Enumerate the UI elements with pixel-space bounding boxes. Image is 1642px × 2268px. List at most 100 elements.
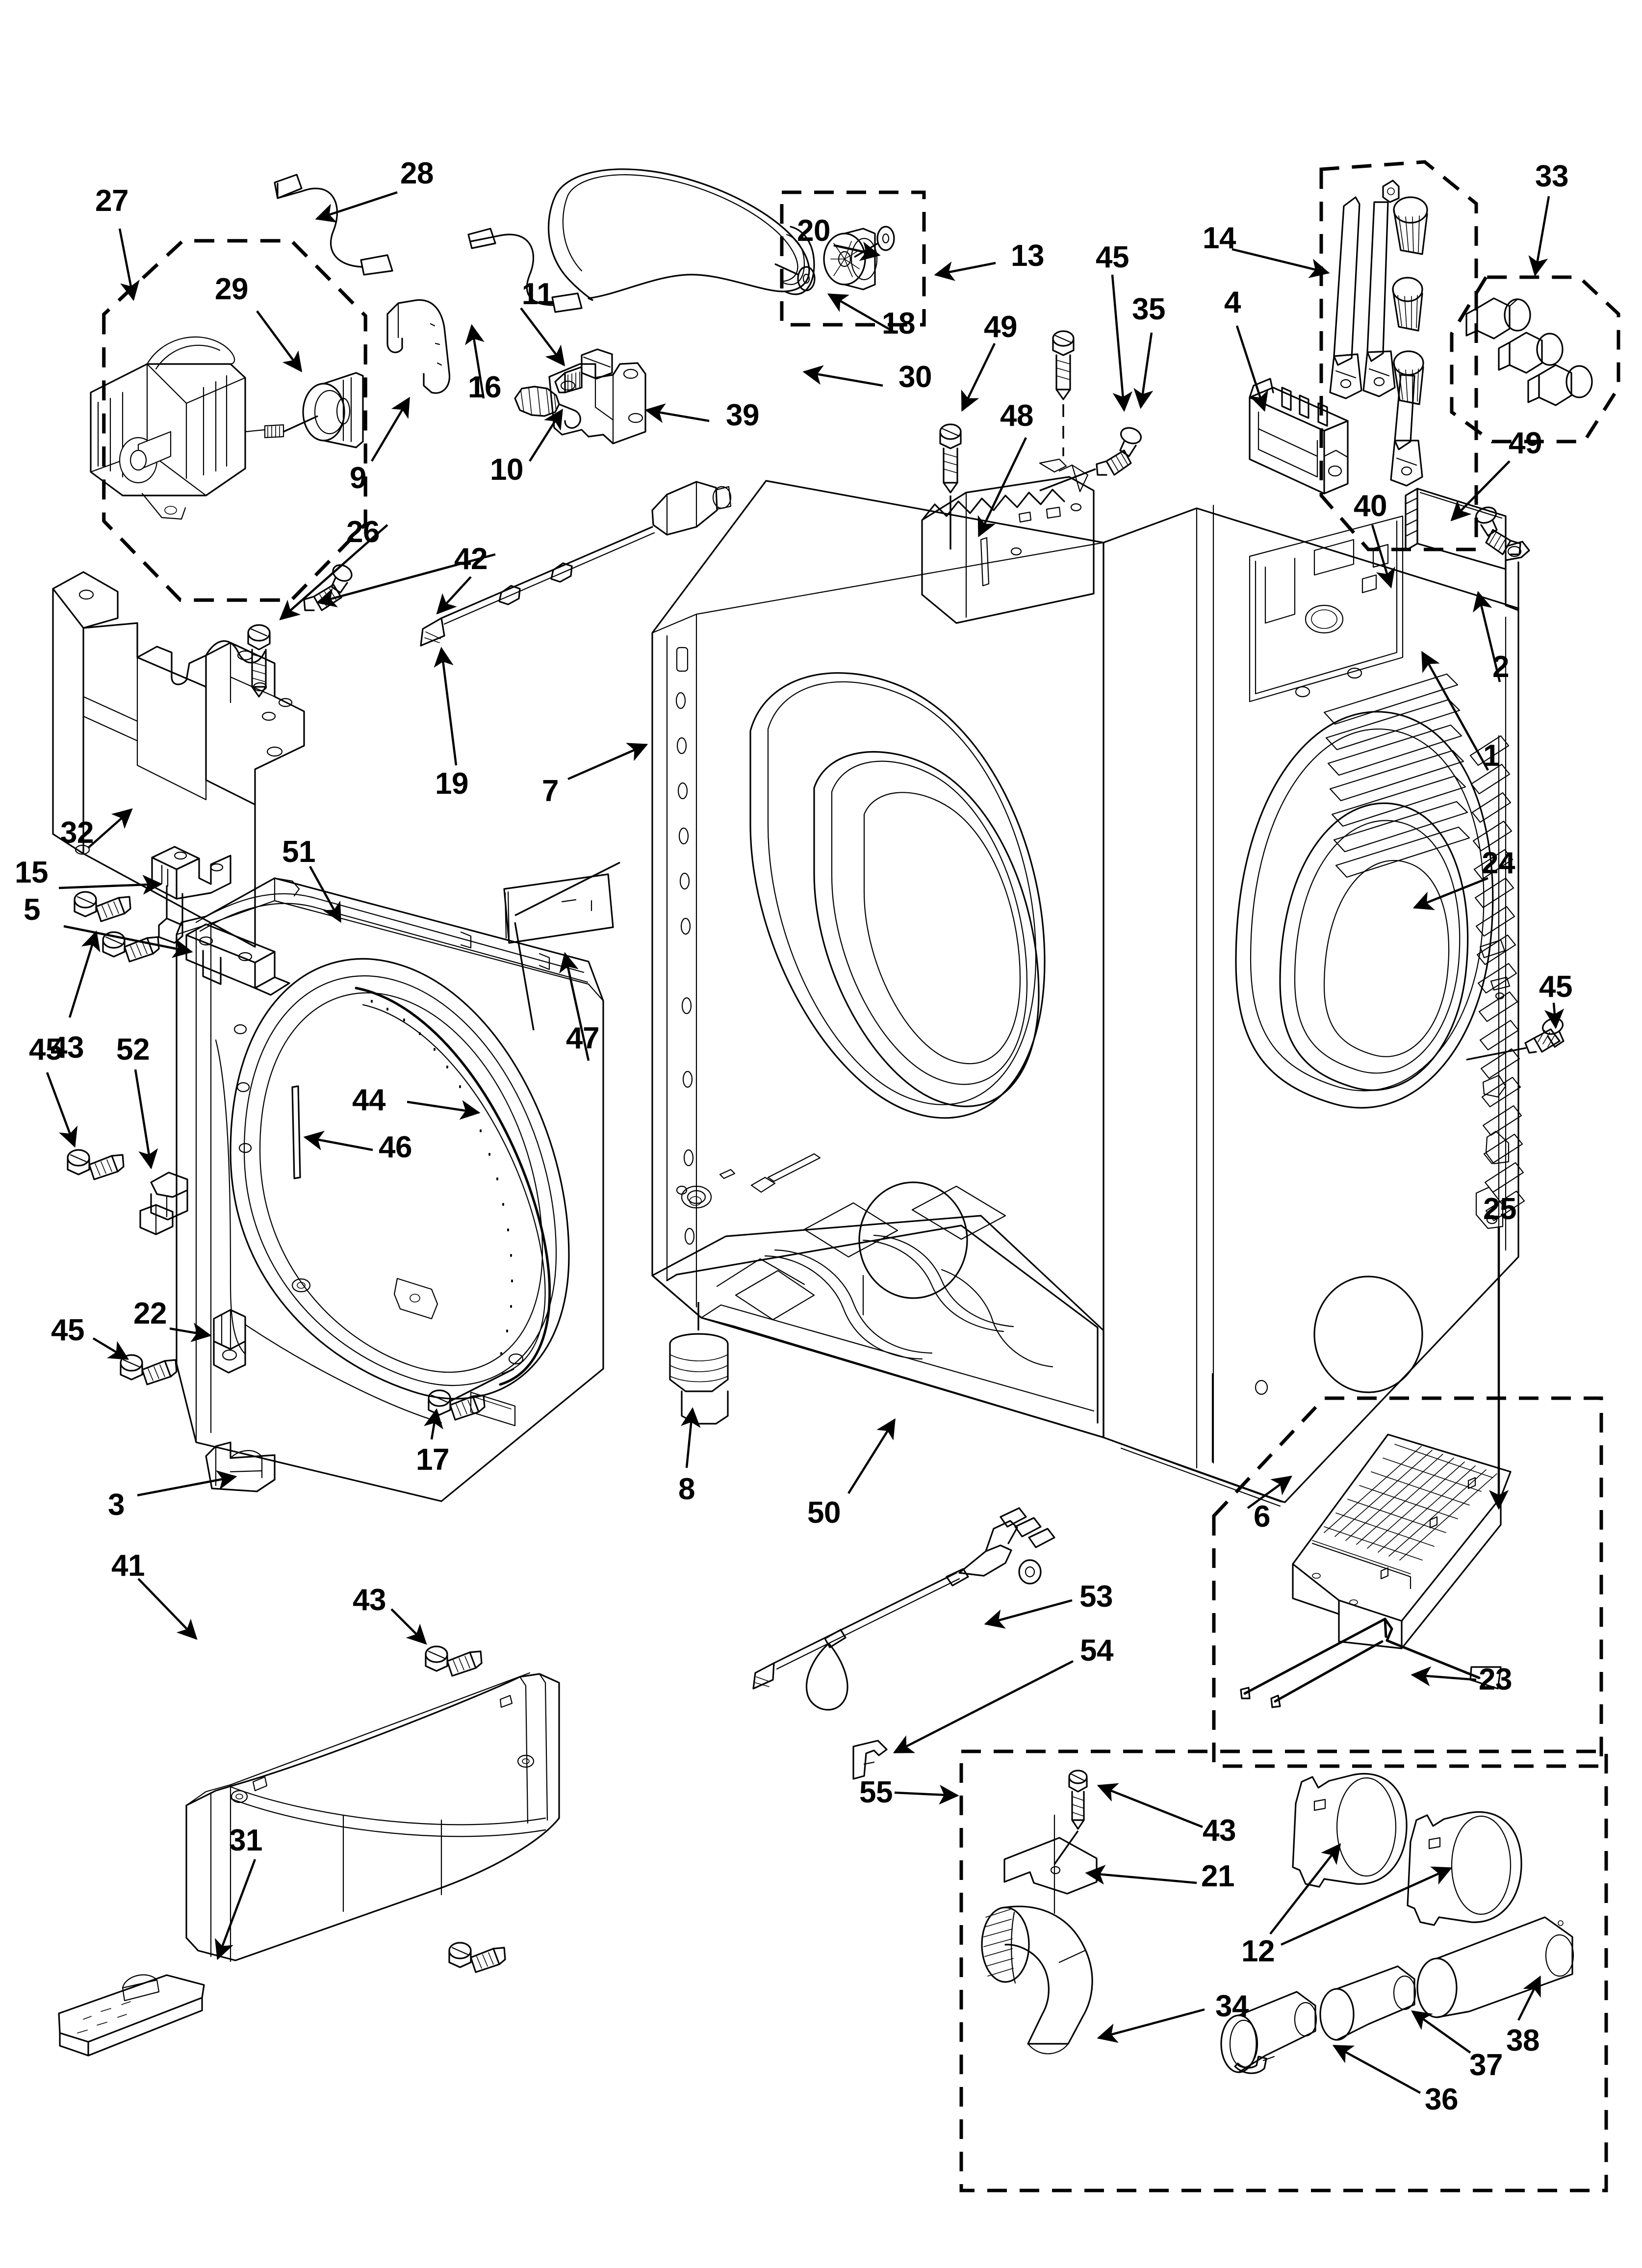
drive-motor-illustration — [90, 336, 364, 520]
callout-number-51: 51 — [282, 835, 315, 869]
callout-number-45: 45 — [51, 1313, 84, 1347]
callout-number-24: 24 — [1482, 846, 1515, 880]
vent-louvers-upper — [1323, 673, 1470, 878]
screw-43-bottom — [425, 1645, 483, 1677]
screw-45-right — [1466, 1017, 1565, 1061]
dashed-group-lintscreen-25 — [1212, 1396, 1603, 1768]
callout-number-20: 20 — [797, 214, 830, 248]
toe-panel-41 — [185, 1672, 560, 1962]
callout-number-27: 27 — [95, 184, 128, 218]
callout-number-5: 5 — [24, 893, 40, 927]
clip-22 — [213, 1309, 246, 1374]
wire-harness-28 — [274, 174, 393, 276]
screw-45-left-b — [67, 1149, 125, 1180]
callout-number-36: 36 — [1425, 2083, 1458, 2116]
callout-number-4: 4 — [1224, 286, 1241, 319]
callout-number-29: 29 — [215, 272, 248, 306]
screw-52 — [139, 1172, 188, 1235]
callout-number-42: 42 — [454, 542, 487, 576]
screw-11 — [554, 348, 613, 393]
screw-43-ventbox — [1053, 1770, 1088, 1865]
callout-number-9: 9 — [350, 461, 366, 495]
knobs-33 — [1465, 297, 1593, 406]
callout-number-43: 43 — [353, 1583, 386, 1617]
vent-louvers-right — [1469, 735, 1525, 1222]
screw-42 — [303, 564, 353, 611]
power-cord-53 — [752, 1507, 1055, 1711]
vent-clamp-36 — [1220, 1991, 1317, 2074]
callout-number-28: 28 — [400, 156, 434, 190]
drive-belt-30 — [548, 168, 815, 301]
callout-number-43: 43 — [1203, 1814, 1236, 1848]
callout-number-50: 50 — [807, 1496, 841, 1530]
switch-15 — [151, 846, 231, 944]
callout-number-1: 1 — [1483, 739, 1500, 773]
callout-number-26: 26 — [346, 515, 380, 549]
vent-elbow-34 — [981, 1905, 1093, 2055]
callout-number-12: 12 — [1241, 1934, 1275, 1968]
idler-bracket-39 — [548, 362, 646, 444]
screw-45-upper — [1039, 427, 1142, 492]
callout-number-49: 49 — [984, 310, 1017, 344]
callout-number-38: 38 — [1506, 2024, 1539, 2058]
callout-number-46: 46 — [379, 1130, 412, 1164]
callout-number-2: 2 — [1492, 650, 1509, 684]
callout-number-44: 44 — [352, 1083, 385, 1117]
terminal-block-4 — [1249, 378, 1349, 495]
callout-number-34: 34 — [1215, 1989, 1249, 2023]
callout-number-40: 40 — [1354, 489, 1387, 523]
callout-number-10: 10 — [490, 453, 523, 487]
screw-49-b — [1475, 506, 1521, 555]
vent-pipe-38 — [1416, 1916, 1574, 2018]
callout-number-45: 45 — [29, 1033, 62, 1067]
dashed-group-knobs-33 — [1450, 275, 1620, 443]
screw-45-left-c — [120, 1354, 178, 1385]
leader-lines — [46, 191, 1565, 2094]
callout-number-39: 39 — [726, 398, 759, 432]
clip-16 — [386, 299, 451, 394]
callout-number-11: 11 — [521, 277, 554, 311]
callout-number-43: 43 — [51, 1031, 84, 1065]
callout-number-19: 19 — [435, 767, 468, 801]
access-cover-47 — [503, 873, 614, 944]
callout-number-25: 25 — [1483, 1192, 1516, 1226]
screw-26 — [247, 624, 271, 698]
callout-number-23: 23 — [1479, 1663, 1512, 1696]
dashed-group-vent-55 — [959, 1749, 1608, 2192]
callout-number-55: 55 — [859, 1775, 893, 1809]
callout-number-41: 41 — [111, 1549, 145, 1583]
washer-18b — [774, 263, 816, 291]
screw-49-a — [939, 423, 962, 549]
wire-harness-11 — [467, 228, 583, 313]
callout-number-48: 48 — [1000, 399, 1033, 433]
sensor-harness-19 — [420, 481, 732, 647]
front-panel-51 — [176, 877, 604, 1502]
callout-number-47: 47 — [566, 1021, 599, 1055]
callout-number-7: 7 — [542, 774, 559, 808]
callout-number-21: 21 — [1201, 1859, 1234, 1893]
motor-bracket-32 — [52, 571, 305, 948]
vent-coupler-37 — [1319, 1965, 1416, 2041]
callout-number-32: 32 — [60, 816, 94, 850]
retainer-3 — [205, 1441, 276, 1492]
callout-number-22: 22 — [133, 1297, 167, 1330]
screw-17 — [428, 1368, 514, 1421]
callout-number-13: 13 — [1011, 239, 1044, 273]
callout-number-14: 14 — [1203, 221, 1236, 255]
callout-number-45: 45 — [1539, 970, 1572, 1004]
callout-number-45: 45 — [1096, 240, 1129, 274]
lint-screen-6 — [1292, 1434, 1512, 1649]
callout-number-3: 3 — [108, 1488, 125, 1522]
callout-number-31: 31 — [229, 1824, 262, 1857]
strain-relief-54 — [852, 1740, 888, 1780]
callout-number-16: 16 — [468, 370, 501, 404]
vent-caps-12 — [1292, 1773, 1522, 1926]
dashed-group-idler-13 — [780, 190, 926, 327]
callout-number-8: 8 — [678, 1472, 695, 1506]
dashed-group-motor-27 — [102, 239, 367, 602]
screw-43-toepanel — [448, 1942, 506, 1973]
dashed-group-harness-14 — [1319, 160, 1478, 551]
callout-number-53: 53 — [1079, 1580, 1113, 1614]
callout-number-33: 33 — [1535, 159, 1568, 193]
callout-number-35: 35 — [1132, 292, 1165, 326]
